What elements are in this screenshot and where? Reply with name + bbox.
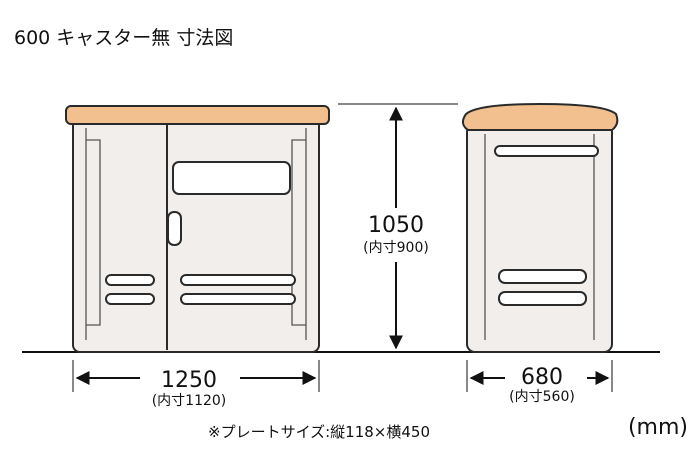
height-label-bg (352, 208, 442, 262)
front-view (65, 105, 330, 353)
plate-window (172, 161, 291, 195)
side-vent-1 (498, 269, 587, 284)
width-label-bg (140, 364, 240, 410)
width-inner: (内寸1120) (152, 393, 227, 409)
front-vent-left-2 (105, 293, 155, 305)
front-body (72, 117, 320, 353)
front-vent-right-2 (180, 293, 296, 305)
side-panel (484, 134, 595, 340)
depth-value: 680 (521, 365, 563, 390)
depth-dimension: 680 (内寸560) (466, 360, 613, 406)
door-handle (167, 211, 182, 246)
width-dimension: 1250 (内寸1120) (72, 360, 320, 410)
height-value: 1050 (368, 213, 424, 238)
side-vent-2 (498, 291, 587, 306)
front-right-panel (291, 128, 307, 340)
diagram-title: 600 キャスター無 寸法図 (14, 27, 233, 49)
front-left-panel (85, 128, 101, 340)
side-view (462, 102, 619, 353)
front-vent-right-1 (180, 274, 296, 286)
height-dimension: 1050 (内寸900) (338, 103, 458, 350)
plate-size-note: ※プレートサイズ:縦118×横450 (208, 423, 430, 441)
height-inner: (内寸900) (363, 240, 429, 256)
width-value: 1250 (161, 368, 217, 393)
unit-label: (mm) (628, 415, 688, 440)
side-lid (462, 102, 619, 131)
side-vent-top (494, 145, 599, 157)
depth-inner: (内寸560) (509, 389, 575, 405)
front-lid (65, 105, 330, 125)
front-vent-left-1 (105, 274, 155, 286)
side-body (466, 123, 613, 353)
depth-label-bg (505, 364, 587, 406)
